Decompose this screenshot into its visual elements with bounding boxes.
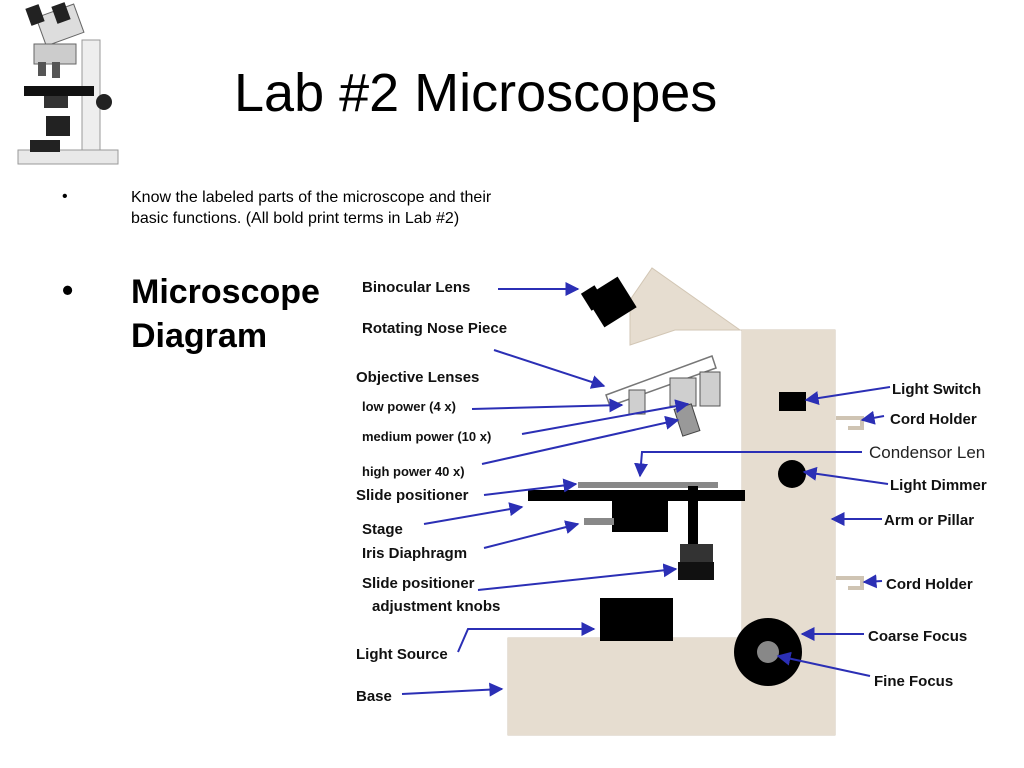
arrow-fine-focus bbox=[776, 651, 871, 677]
cord-holder-top-part bbox=[836, 416, 864, 430]
arrow-cord-holder-top bbox=[860, 410, 885, 425]
arrow-light-dimmer bbox=[802, 466, 889, 485]
light-switch-part bbox=[779, 392, 806, 411]
bullet-marker-1: • bbox=[62, 188, 68, 205]
arrow-light-source bbox=[457, 622, 596, 653]
label-slide-knobs-line-1: Slide positioner bbox=[362, 575, 475, 592]
label-medium-power: medium power (10 x) bbox=[362, 429, 491, 444]
arrow-low-power bbox=[471, 398, 624, 413]
label-base: Base bbox=[356, 688, 392, 705]
bullet-marker-2: • bbox=[62, 272, 74, 308]
label-coarse-focus: Coarse Focus bbox=[868, 628, 967, 645]
label-light-source: Light Source bbox=[356, 646, 448, 663]
arrow-base bbox=[401, 682, 504, 697]
cord-holder-bottom-part bbox=[836, 576, 864, 590]
label-stage: Stage bbox=[362, 521, 403, 538]
fine-focus-part bbox=[757, 641, 779, 663]
label-low-power: low power (4 x) bbox=[362, 399, 456, 414]
label-binocular-lens: Binocular Lens bbox=[362, 279, 470, 296]
page-title: Lab #2 Microscopes bbox=[234, 63, 718, 123]
label-slide-knobs-line-2: adjustment knobs bbox=[372, 598, 500, 615]
label-condensor-len: Condensor Len bbox=[869, 443, 985, 462]
label-fine-focus: Fine Focus bbox=[874, 673, 953, 690]
microscope-thumbnail-icon bbox=[17, 2, 119, 165]
label-cord-holder-bottom: Cord Holder bbox=[886, 576, 973, 593]
label-slide-positioner: Slide positioner bbox=[356, 487, 469, 504]
label-cord-holder-top: Cord Holder bbox=[890, 411, 977, 428]
label-light-dimmer: Light Dimmer bbox=[890, 477, 987, 494]
label-high-power: high power 40 x) bbox=[362, 464, 465, 479]
stage-part bbox=[528, 482, 745, 580]
arrow-light-switch bbox=[804, 386, 891, 405]
bullet-text-2: Microscope Diagram bbox=[131, 273, 320, 355]
label-iris-diaphragm: Iris Diaphragm bbox=[362, 545, 467, 562]
label-arm-or-pillar: Arm or Pillar bbox=[884, 512, 974, 529]
arrow-slide-knobs bbox=[477, 563, 678, 591]
light-dimmer-part bbox=[778, 460, 806, 488]
arrow-cord-holder-bottom bbox=[862, 574, 883, 589]
binocular-lens-part bbox=[580, 276, 637, 328]
arrow-condensor bbox=[634, 451, 862, 478]
label-objective-lenses: Objective Lenses bbox=[356, 369, 479, 386]
bullet-text-1: Know the labeled parts of the microscope… bbox=[131, 189, 492, 227]
light-source-part bbox=[600, 598, 673, 641]
callout-arrows bbox=[401, 282, 891, 697]
arrow-medium-power bbox=[521, 399, 690, 435]
arrow-high-power bbox=[481, 415, 680, 465]
arrow-stage bbox=[423, 502, 524, 525]
arrow-slide-positioner bbox=[483, 478, 578, 496]
arrow-iris-diaphragm bbox=[483, 520, 580, 549]
label-rotating-nose-piece: Rotating Nose Piece bbox=[362, 320, 507, 337]
arrow-nose-piece bbox=[493, 349, 606, 389]
label-light-switch: Light Switch bbox=[892, 381, 981, 398]
